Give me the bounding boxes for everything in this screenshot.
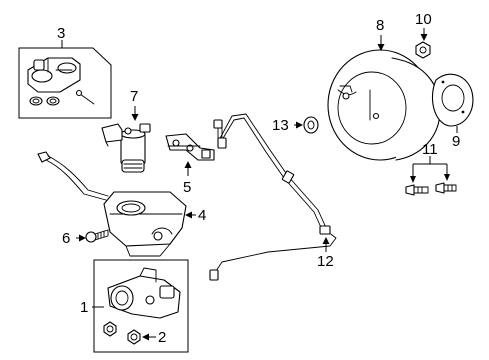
callout-4: 4 [198,207,206,224]
part-9-gasket [432,73,474,127]
part-11-studs [405,182,457,196]
callout-11: 11 [422,141,438,158]
callout-7: 7 [130,88,138,105]
callout-6: 6 [62,230,70,247]
part-4-fluid-reservoir [103,191,187,257]
part-12-vacuum-line [209,113,337,281]
callout-8: 8 [376,17,384,34]
callout-13: 13 [272,117,289,134]
part-10-nut [415,41,431,59]
part-6-bolt [85,229,109,243]
callout-9: 9 [452,133,460,150]
part-2-nut [103,321,141,345]
callout-1: 1 [80,299,88,316]
part-13-grommet [303,116,319,134]
callout-10: 10 [415,11,432,28]
callout-3: 3 [57,25,65,42]
part-1-master-cylinder [93,259,189,353]
part-3-reservoir-cap-kit [18,47,112,119]
part-8-brake-booster [327,49,441,161]
callout-12: 12 [317,253,334,270]
vacuum-hose-left [37,151,109,201]
callout-5: 5 [183,179,191,196]
callout-2: 2 [158,329,166,346]
part-5-mounting-bracket [165,133,215,161]
part-7-vacuum-valve [101,123,151,173]
